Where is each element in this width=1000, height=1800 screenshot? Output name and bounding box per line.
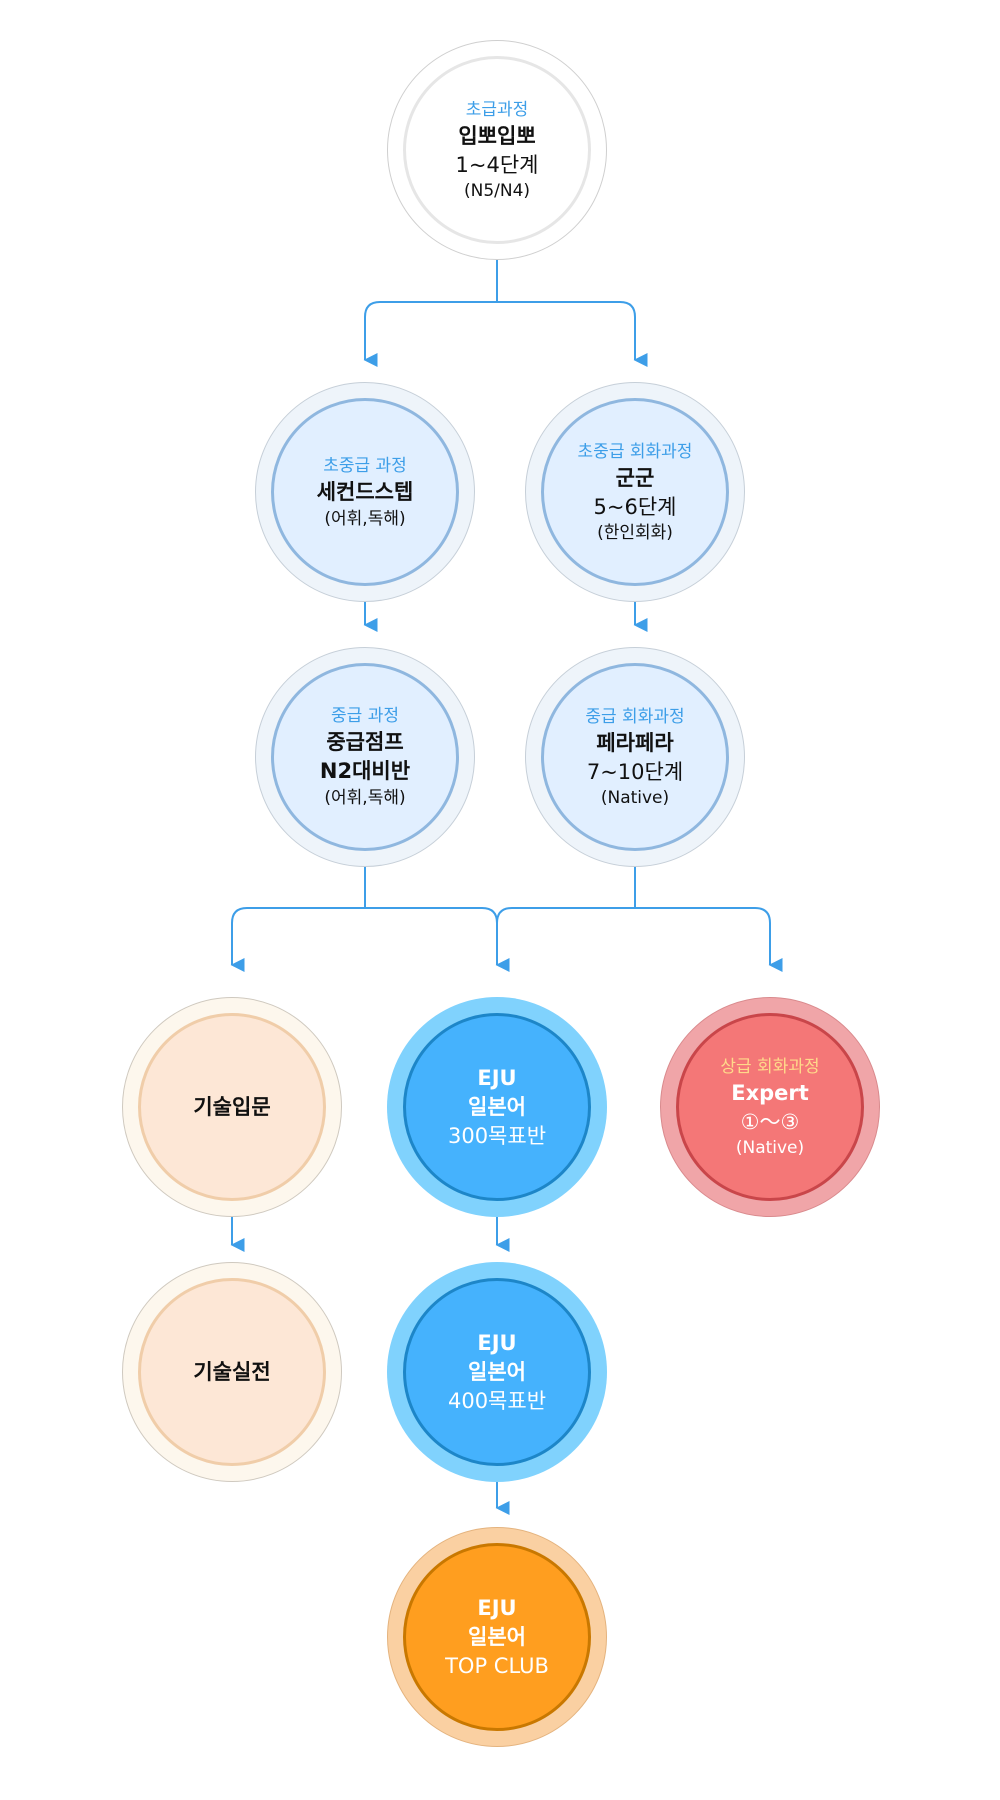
node-perapera-inner: 중급 회화과정 페라페라 7~10단계 (Native) (541, 663, 729, 851)
node-title-2: 일본어 (468, 1095, 526, 1119)
node-title: 기술입문 (193, 1094, 271, 1119)
node-eju-400-inner: EJU 일본어 400목표반 (403, 1278, 591, 1466)
node-tech-practice-inner: 기술실전 (138, 1278, 326, 1466)
node-title: 기술실전 (193, 1359, 271, 1384)
node-note: (어휘,독해) (324, 788, 406, 808)
connector-jump-to-eju300 (365, 907, 510, 972)
node-beginner[interactable]: 초급과정 입뽀입뽀 1~4단계 (N5/N4) (387, 40, 607, 260)
node-note: (N5/N4) (463, 180, 531, 201)
node-title-2: N2대비반 (319, 759, 411, 783)
node-title-2: 일본어 (468, 1360, 526, 1384)
node-sub: 상급 회화과정 (720, 1056, 820, 1077)
node-title: EJU (477, 1331, 517, 1355)
node-eju-300[interactable]: EJU 일본어 300목표반 (387, 997, 607, 1217)
node-perapera[interactable]: 중급 회화과정 페라페라 7~10단계 (Native) (525, 647, 745, 867)
node-eju-top[interactable]: EJU 일본어 TOP CLUB (387, 1527, 607, 1747)
node-title: EJU (477, 1596, 517, 1620)
node-second-step-inner: 초중급 과정 세컨드스텝 (어휘,독해) (271, 398, 459, 586)
node-note: (한인회화) (597, 522, 673, 543)
node-title-2: 일본어 (468, 1625, 526, 1649)
node-eju-400[interactable]: EJU 일본어 400목표반 (387, 1262, 607, 1482)
node-title: 입뽀입뽀 (458, 123, 536, 148)
node-title: 페라페라 (596, 730, 674, 755)
node-level: 400목표반 (447, 1389, 547, 1413)
node-tech-intro-inner: 기술입문 (138, 1013, 326, 1201)
node-level: ①〜③ (740, 1109, 800, 1134)
node-sub: 초급과정 (465, 99, 529, 120)
node-eju-300-inner: EJU 일본어 300목표반 (403, 1013, 591, 1201)
node-second-step[interactable]: 초중급 과정 세컨드스텝 (어휘,독해) (255, 382, 475, 602)
node-chugeup-jump[interactable]: 중급 과정 중급점프 N2대비반 (어휘,독해) (255, 647, 475, 867)
node-expert-inner: 상급 회화과정 Expert ①〜③ (Native) (676, 1013, 864, 1201)
node-gungun[interactable]: 초중급 회화과정 군군 5~6단계 (한인회화) (525, 382, 745, 602)
connector-jump-to-tech (230, 907, 365, 972)
node-level: 5~6단계 (593, 494, 677, 519)
node-sub: 초중급 회화과정 (577, 441, 693, 462)
node-chugeup-jump-inner: 중급 과정 중급점프 N2대비반 (어휘,독해) (271, 663, 459, 851)
node-level: 7~10단계 (586, 759, 684, 784)
connector-to-gungun (497, 301, 648, 367)
node-note: (Native) (600, 787, 670, 808)
connector-perapera-to-eju300 (496, 907, 635, 924)
connector-perapera-to-expert (635, 907, 783, 972)
node-title: 중급점프 (326, 730, 404, 754)
node-tech-intro[interactable]: 기술입문 (122, 997, 342, 1217)
node-title: 군군 (615, 465, 655, 490)
node-note: (Native) (735, 1137, 805, 1158)
connector-to-second-step (363, 301, 497, 367)
node-title: Expert (731, 1080, 809, 1105)
node-title: EJU (477, 1066, 517, 1090)
node-level: 300목표반 (447, 1124, 547, 1148)
node-sub: 중급 회화과정 (585, 706, 685, 727)
node-beginner-inner: 초급과정 입뽀입뽀 1~4단계 (N5/N4) (403, 56, 591, 244)
node-eju-top-inner: EJU 일본어 TOP CLUB (403, 1543, 591, 1731)
node-tech-practice[interactable]: 기술실전 (122, 1262, 342, 1482)
node-sub: 중급 과정 (331, 706, 399, 726)
node-gungun-inner: 초중급 회화과정 군군 5~6단계 (한인회화) (541, 398, 729, 586)
node-sub: 초중급 과정 (323, 455, 407, 476)
node-title: 세컨드스텝 (316, 479, 414, 504)
node-note: (어휘,독해) (324, 508, 406, 529)
node-expert[interactable]: 상급 회화과정 Expert ①〜③ (Native) (660, 997, 880, 1217)
node-level: 1~4단계 (455, 152, 539, 177)
node-level: TOP CLUB (445, 1654, 549, 1678)
